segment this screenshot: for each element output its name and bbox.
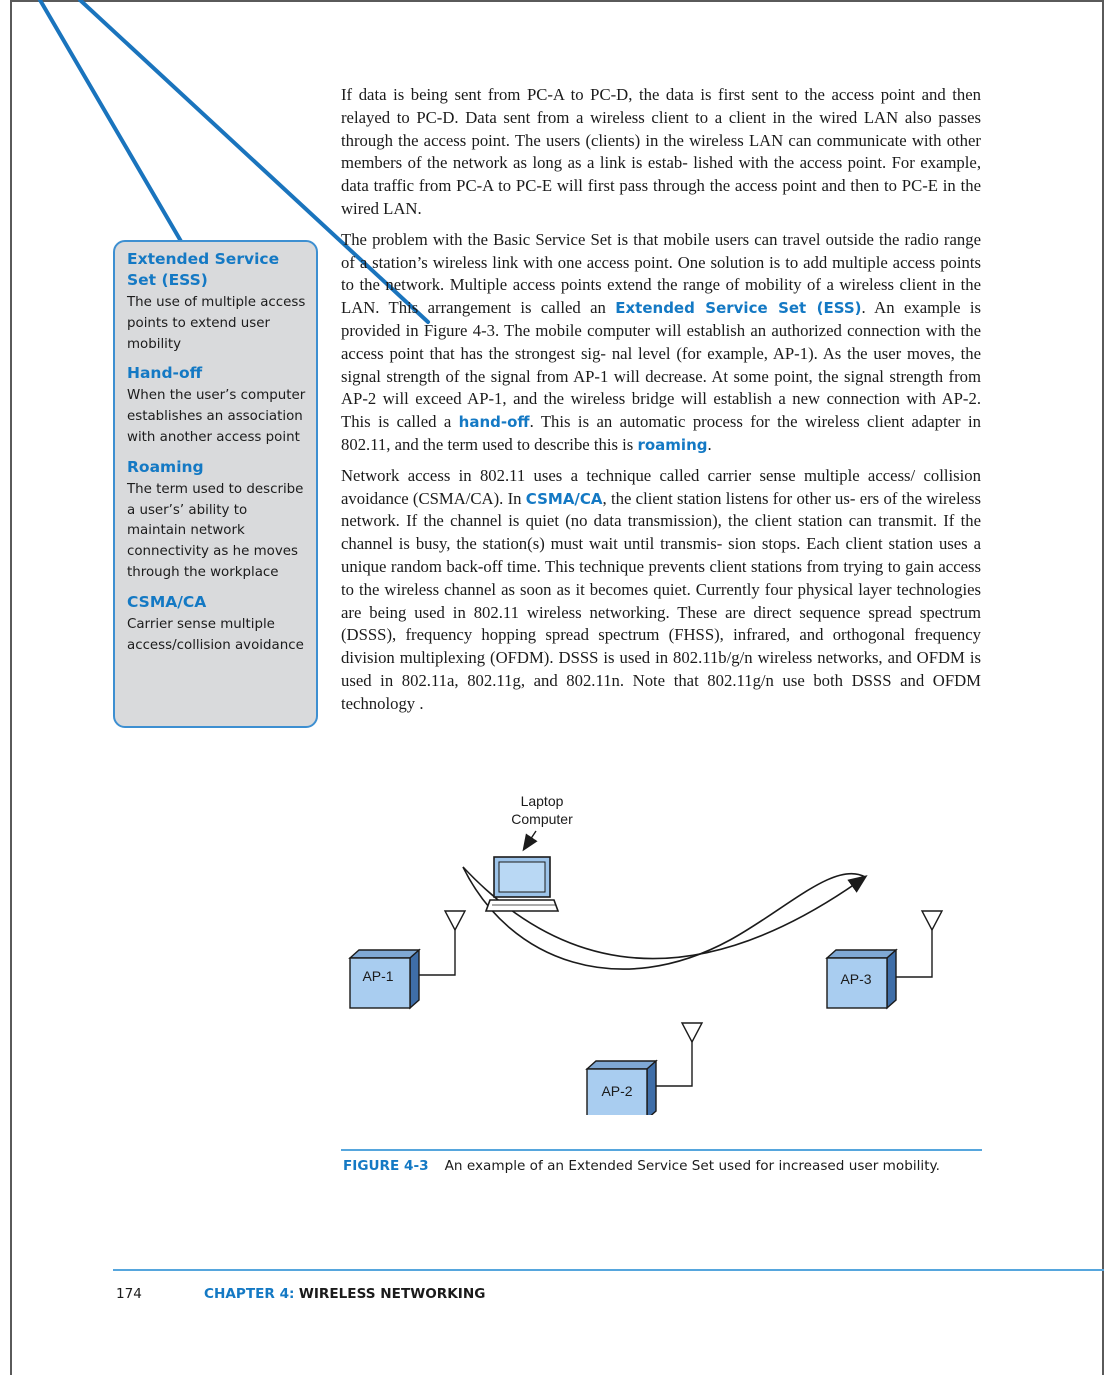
sidebar-entry-csma-ca: CSMA/CA Carrier sense multiple access/co… xyxy=(127,592,306,657)
ap3-antenna-cable xyxy=(896,927,933,978)
term-ess: Extended Service Set (ESS) xyxy=(615,299,862,318)
ap2-antenna-icon xyxy=(680,1022,704,1044)
ap2-antenna-cable xyxy=(656,1041,693,1087)
footer-rule xyxy=(113,1269,1104,1271)
ap1-antenna-cable xyxy=(419,925,456,976)
sidebar-entry-roaming: Roaming The term used to describe a user… xyxy=(127,457,306,584)
ap2-label: AP-2 xyxy=(601,1083,632,1099)
figure-rule xyxy=(341,1149,982,1151)
figure-number: FIGURE 4-3 xyxy=(343,1158,429,1174)
ap3-antenna-icon xyxy=(920,910,944,932)
sidebar-definition: When the user’s computer establishes an … xyxy=(127,388,306,445)
main-body-text: If data is being sent from PC-A to PC-D,… xyxy=(341,84,981,724)
roaming-path-arrow xyxy=(462,866,866,970)
page-number: 174 xyxy=(116,1286,142,1302)
laptop-label: Computer xyxy=(511,811,573,827)
sidebar-term: Extended Service Set (ESS) xyxy=(127,250,280,289)
sidebar-term: Hand-off xyxy=(127,364,203,383)
term-csma-ca: CSMA/CA xyxy=(525,489,603,508)
figure-caption-text: An example of an Extended Service Set us… xyxy=(444,1158,940,1174)
sidebar-definition: The use of multiple access points to ext… xyxy=(127,295,306,352)
page-frame xyxy=(10,0,1104,1375)
access-point-ap1: AP-1 xyxy=(348,910,467,1010)
sidebar-entry-ess: Extended Service Set (ESS) The use of mu… xyxy=(127,249,306,355)
laptop-label-arrow xyxy=(522,830,538,852)
term-roaming: roaming xyxy=(637,435,708,454)
figure-caption: FIGURE 4-3 An example of an Extended Serv… xyxy=(343,1158,983,1174)
sidebar-term: CSMA/CA xyxy=(127,592,207,611)
chapter-title: WIRELESS NETWORKING xyxy=(298,1286,486,1302)
ap1-antenna-icon xyxy=(443,910,467,932)
ap1-label: AP-1 xyxy=(362,968,393,984)
sidebar-term: Roaming xyxy=(127,457,204,476)
key-terms-sidebar: Extended Service Set (ESS) The use of mu… xyxy=(113,240,318,728)
paragraph-1: If data is being sent from PC-A to PC-D,… xyxy=(341,85,981,218)
chapter-label: CHAPTER 4: xyxy=(204,1286,295,1302)
paragraph-3: Network access in 802.11 uses a techniqu… xyxy=(341,465,981,713)
sidebar-definition: Carrier sense multiple access/collision … xyxy=(127,616,304,653)
laptop-icon xyxy=(484,856,560,912)
laptop-label: Laptop xyxy=(521,793,564,809)
access-point-ap3: AP-3 xyxy=(825,910,944,1010)
page-footer: 174 CHAPTER 4: WIRELESS NETWORKING xyxy=(116,1286,485,1302)
sidebar-entry-hand-off: Hand-off When the user’s computer establ… xyxy=(127,363,306,448)
sidebar-definition: The term used to describe a user’s’ abil… xyxy=(127,481,304,580)
access-point-ap2: AP-2 xyxy=(585,1022,704,1115)
ap3-label: AP-3 xyxy=(840,971,871,987)
ess-diagram: Laptop Computer AP-1 AP-3 AP-2 xyxy=(348,793,944,1115)
term-hand-off: hand-off xyxy=(458,413,530,432)
paragraph-2: The problem with the Basic Service Set i… xyxy=(341,229,981,454)
